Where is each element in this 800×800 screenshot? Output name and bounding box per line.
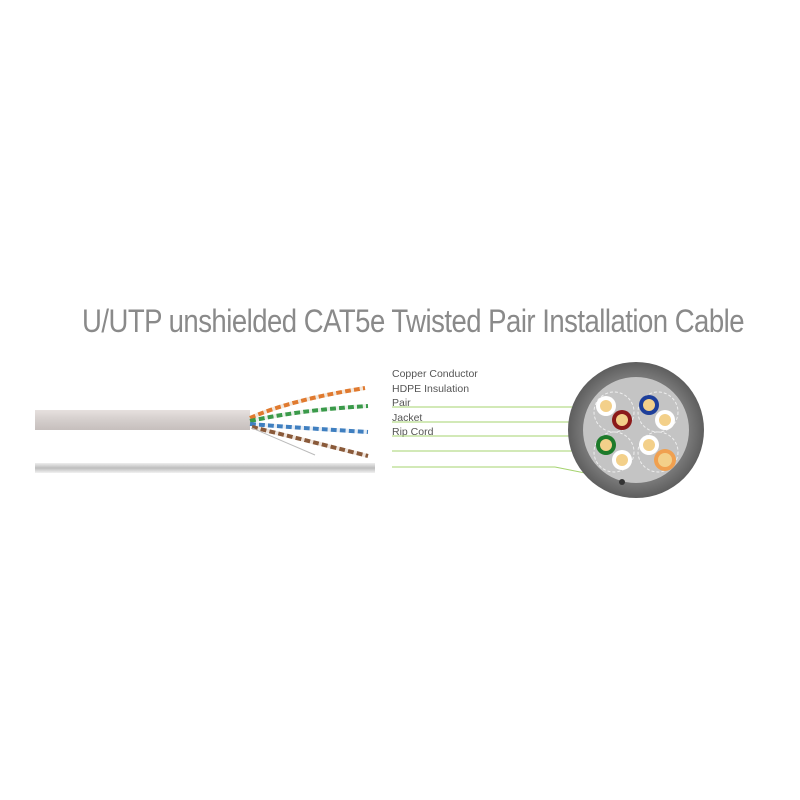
cable-side-view-illustration: [30, 370, 380, 480]
legend-item-pair: Pair: [392, 397, 411, 409]
legend-item-jacket: Jacket: [392, 411, 423, 424]
cable-shadow: [35, 463, 375, 473]
cable-cross-section-illustration: [560, 360, 710, 500]
legend-item-rip-cord: Rip Cord: [392, 426, 434, 438]
legend-item-hdpe-insulation: HDPE Insulation: [392, 382, 470, 395]
page-title: U/UTP unshielded CAT5e Twisted Pair Inst…: [82, 303, 745, 339]
rip-cord: [251, 427, 316, 456]
legend: Copper Conductor HDPE Insulation Pair Ja…: [392, 368, 592, 441]
legend-item-copper-conductor: Copper Conductor: [392, 368, 478, 380]
cable-jacket: [35, 410, 250, 430]
rip-cord-dot: [619, 479, 625, 485]
